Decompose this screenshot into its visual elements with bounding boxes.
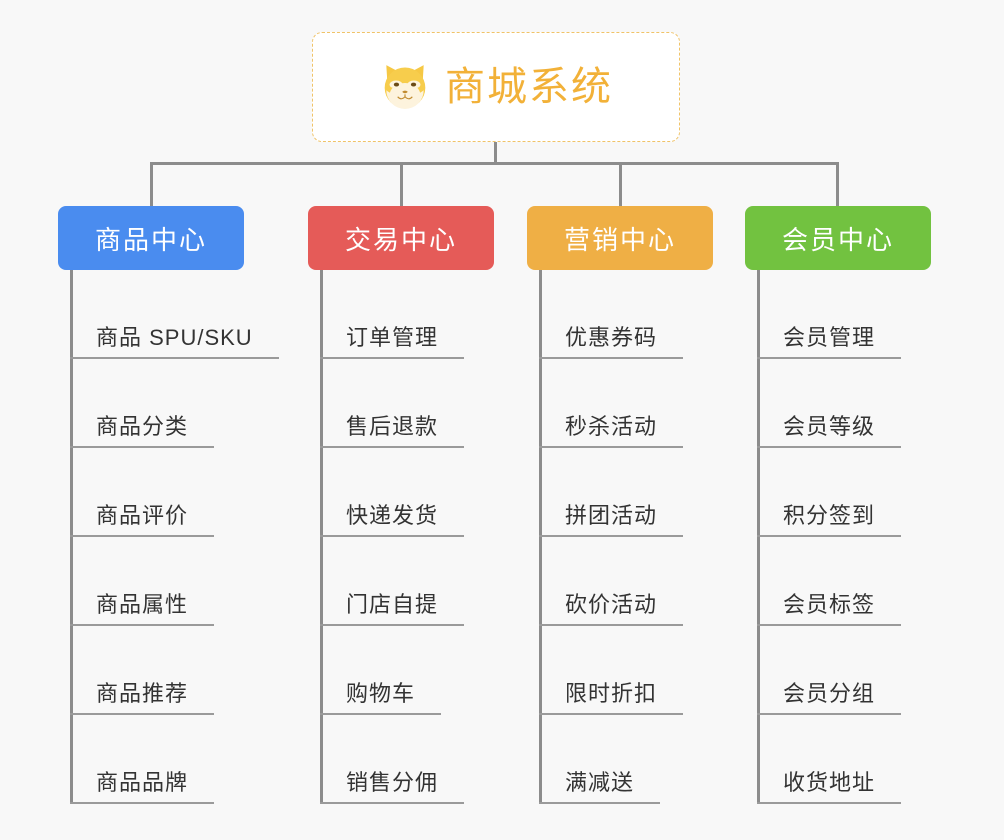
connector-drop-3 (619, 162, 622, 206)
list-item-label: 优惠券码 (539, 325, 684, 359)
list-item-label: 快递发货 (320, 503, 465, 537)
branch-header-label: 营销中心 (563, 224, 676, 255)
list-item[interactable]: 优惠券码 (527, 270, 713, 359)
branch-column-1: 商品中心 商品 SPU/SKU 商品分类 商品评价 商品属性 商品推荐 商品品牌 (58, 206, 279, 804)
branch-spine-3 (539, 270, 542, 804)
list-item-label: 会员标签 (757, 592, 902, 626)
list-item[interactable]: 会员管理 (745, 270, 931, 359)
list-item-label: 商品品牌 (70, 770, 215, 804)
list-item[interactable]: 秒杀活动 (527, 359, 713, 448)
list-item[interactable]: 砍价活动 (527, 537, 713, 626)
list-item-label: 订单管理 (320, 325, 465, 359)
list-item-label: 满减送 (539, 770, 661, 804)
list-item[interactable]: 售后退款 (308, 359, 494, 448)
list-item-label: 商品评价 (70, 503, 215, 537)
list-item-label: 砍价活动 (539, 592, 684, 626)
list-item[interactable]: 商品分类 (58, 359, 244, 448)
branch-column-2: 交易中心 订单管理 售后退款 快递发货 门店自提 购物车 销售分佣 (308, 206, 494, 804)
list-item[interactable]: 销售分佣 (308, 715, 494, 804)
list-item[interactable]: 商品推荐 (58, 626, 244, 715)
list-item[interactable]: 门店自提 (308, 537, 494, 626)
connector-drop-4 (836, 162, 839, 206)
branch-header-label: 会员中心 (781, 224, 894, 255)
shiba-dog-icon (384, 65, 426, 109)
list-item[interactable]: 商品属性 (58, 537, 244, 626)
branch-spine-4 (757, 270, 760, 804)
branch-spine-1 (70, 270, 73, 804)
list-item-label: 商品分类 (70, 414, 215, 448)
list-item-label: 售后退款 (320, 414, 465, 448)
branch-items-1: 商品 SPU/SKU 商品分类 商品评价 商品属性 商品推荐 商品品牌 (58, 270, 279, 804)
list-item-label: 商品推荐 (70, 681, 215, 715)
list-item[interactable]: 会员标签 (745, 537, 931, 626)
branch-header-2[interactable]: 交易中心 (308, 206, 494, 270)
branch-header-4[interactable]: 会员中心 (745, 206, 931, 270)
list-item-label: 门店自提 (320, 592, 465, 626)
list-item[interactable]: 商品品牌 (58, 715, 244, 804)
list-item[interactable]: 收货地址 (745, 715, 931, 804)
branch-spine-2 (320, 270, 323, 804)
branch-header-3[interactable]: 营销中心 (527, 206, 713, 270)
list-item-label: 秒杀活动 (539, 414, 684, 448)
list-item[interactable]: 订单管理 (308, 270, 494, 359)
list-item-label: 限时折扣 (539, 681, 684, 715)
list-item[interactable]: 商品评价 (58, 448, 244, 537)
list-item-label: 积分签到 (757, 503, 902, 537)
list-item-label: 商品属性 (70, 592, 215, 626)
connector-drop-2 (400, 162, 403, 206)
list-item-label: 拼团活动 (539, 503, 684, 537)
branch-items-4: 会员管理 会员等级 积分签到 会员标签 会员分组 收货地址 (745, 270, 931, 804)
list-item[interactable]: 快递发货 (308, 448, 494, 537)
list-item[interactable]: 会员分组 (745, 626, 931, 715)
list-item-label: 会员分组 (757, 681, 902, 715)
list-item-label: 购物车 (320, 681, 442, 715)
connector-root-stem (494, 142, 497, 164)
branch-header-1[interactable]: 商品中心 (58, 206, 244, 270)
list-item[interactable]: 购物车 (308, 626, 494, 715)
list-item-label: 销售分佣 (320, 770, 465, 804)
branch-items-3: 优惠券码 秒杀活动 拼团活动 砍价活动 限时折扣 满减送 (527, 270, 713, 804)
connector-horizontal-bus (150, 162, 839, 165)
list-item[interactable]: 满减送 (527, 715, 713, 804)
branch-items-2: 订单管理 售后退款 快递发货 门店自提 购物车 销售分佣 (308, 270, 494, 804)
list-item-label: 商品 SPU/SKU (70, 325, 279, 359)
connector-drop-1 (150, 162, 153, 206)
list-item-label: 收货地址 (757, 770, 902, 804)
branch-header-label: 交易中心 (344, 224, 457, 255)
list-item-label: 会员管理 (757, 325, 902, 359)
root-node[interactable]: 商城系统 (312, 32, 680, 142)
branch-column-4: 会员中心 会员管理 会员等级 积分签到 会员标签 会员分组 收货地址 (745, 206, 931, 804)
list-item[interactable]: 限时折扣 (527, 626, 713, 715)
branch-header-label: 商品中心 (94, 224, 207, 255)
list-item-label: 会员等级 (757, 414, 902, 448)
list-item[interactable]: 会员等级 (745, 359, 931, 448)
root-title: 商城系统 (445, 65, 613, 109)
list-item[interactable]: 商品 SPU/SKU (58, 270, 279, 359)
list-item[interactable]: 拼团活动 (527, 448, 713, 537)
list-item[interactable]: 积分签到 (745, 448, 931, 537)
branch-column-3: 营销中心 优惠券码 秒杀活动 拼团活动 砍价活动 限时折扣 满减送 (527, 206, 713, 804)
